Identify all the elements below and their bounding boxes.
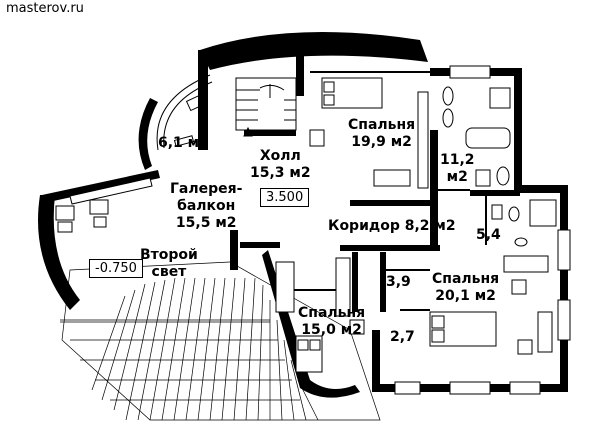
room-bedroom-bottom: Спальня 15,0 м2 <box>298 305 365 339</box>
room-area: 3,9 <box>386 274 411 290</box>
room-name-line1: Галерея- <box>170 181 243 197</box>
room-name: Холл <box>259 148 301 164</box>
room-area: 5,4 <box>476 227 501 243</box>
bedroom-top-furniture <box>309 77 429 189</box>
room-name: Спальня <box>298 305 366 321</box>
room-name-line2: балкон <box>177 198 236 214</box>
room-closet-b: 2,7 <box>390 329 415 346</box>
room-area: 20,1 м2 <box>435 288 496 304</box>
room-bedroom-right: Спальня 20,1 м2 <box>432 271 499 305</box>
room-area-unit: м2 <box>446 169 468 185</box>
room-area: 2,7 <box>390 329 415 345</box>
bathroom-fixtures <box>442 86 557 247</box>
room-bathroom-small: 5,4 <box>476 227 501 244</box>
gallery-furniture <box>55 177 153 233</box>
room-bedroom-top: Спальня 19,9 м2 <box>348 117 415 151</box>
room-round-balcony: 6,1 м2 <box>158 135 209 152</box>
bedroom-bottom-furniture <box>275 257 365 373</box>
room-name-line1: Второй <box>140 247 198 263</box>
room-name: Спальня <box>432 271 500 287</box>
room-area-number: 11,2 <box>440 152 475 168</box>
room-area: 19,9 м2 <box>351 134 412 150</box>
windows <box>394 65 571 395</box>
room-closet-a: 3,9 <box>386 274 411 291</box>
room-area: 15,3 м2 <box>250 165 311 181</box>
level-mark-upper: 3.500 <box>260 188 310 207</box>
room-hall: Холл 15,3 м2 <box>250 148 311 182</box>
round-balcony <box>156 74 213 151</box>
room-area: 6,1 м2 <box>158 135 209 151</box>
level-mark-lower: -0.750 <box>89 259 143 278</box>
watermark: masterov.ru <box>6 1 84 16</box>
room-area: 15,5 м2 <box>175 215 237 231</box>
room-area: 15,0 м2 <box>301 322 362 338</box>
room-bathroom-large: 11,2 м2 <box>440 152 475 186</box>
room-gallery-balcony: Галерея- балкон 15,5 м2 <box>170 181 242 232</box>
room-label: Коридор 8,2 м2 <box>328 218 456 234</box>
staircase <box>235 77 297 137</box>
room-name-line2: свет <box>151 264 187 280</box>
room-corridor: Коридор 8,2 м2 <box>328 218 456 235</box>
interior-walls <box>290 71 487 311</box>
bedroom-right-furniture <box>429 255 553 355</box>
room-second-light: Второй свет <box>140 247 198 281</box>
room-name: Спальня <box>348 117 416 133</box>
